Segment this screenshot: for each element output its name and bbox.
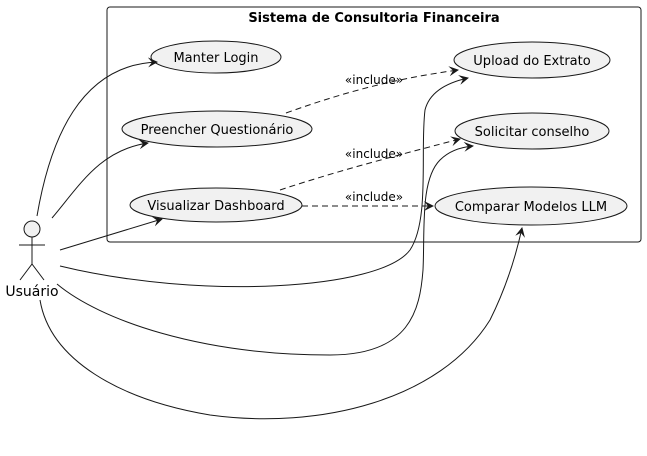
actor-user[interactable]: Usuário <box>5 220 59 300</box>
include-relation-dashboard-conselho: «include» <box>279 136 461 191</box>
association-preencher-questionario <box>51 139 149 219</box>
actor-associations <box>36 57 525 420</box>
use-case-manter-login[interactable]: Manter Login <box>150 40 282 74</box>
use-case-label: Visualizar Dashboard <box>147 199 284 214</box>
use-case-solicitar-conselho[interactable]: Solicitar conselho <box>454 112 610 150</box>
use-case-label: Solicitar conselho <box>475 125 590 140</box>
use-case-visualizar-dashboard[interactable]: Visualizar Dashboard <box>129 187 303 223</box>
use-case-comparar-modelos[interactable]: Comparar Modelos LLM <box>434 186 628 226</box>
include-label: «include» <box>345 73 403 87</box>
association-solicitar-conselho <box>56 141 474 356</box>
use-case-upload-extrato[interactable]: Upload do Extrato <box>453 41 611 79</box>
use-case-preencher-questionario[interactable]: Preencher Questionário <box>121 110 313 148</box>
use-case-label: Upload do Extrato <box>473 54 590 69</box>
include-label: «include» <box>345 190 403 204</box>
use-case-label: Comparar Modelos LLM <box>455 200 607 215</box>
association-comparar-modelos <box>39 227 525 420</box>
use-case-label: Preencher Questionário <box>141 123 294 138</box>
system-title: Sistema de Consultoria Financeira <box>248 11 499 26</box>
association-visualizar-dashboard <box>59 216 163 251</box>
use-case-label: Manter Login <box>173 51 258 66</box>
include-relation-dashboard-comparar: «include» <box>302 190 434 211</box>
system-boundary: Sistema de Consultoria Financeira <box>106 6 642 243</box>
actor-label: Usuário <box>5 284 58 300</box>
actor-right-leg <box>31 263 45 281</box>
association-manter-login <box>36 57 158 217</box>
include-label: «include» <box>345 147 403 161</box>
include-relation-questionario-upload: «include» <box>285 66 459 114</box>
actor-head <box>23 220 41 238</box>
actor-left-leg <box>19 263 33 281</box>
association-upload-extrato <box>59 75 469 288</box>
